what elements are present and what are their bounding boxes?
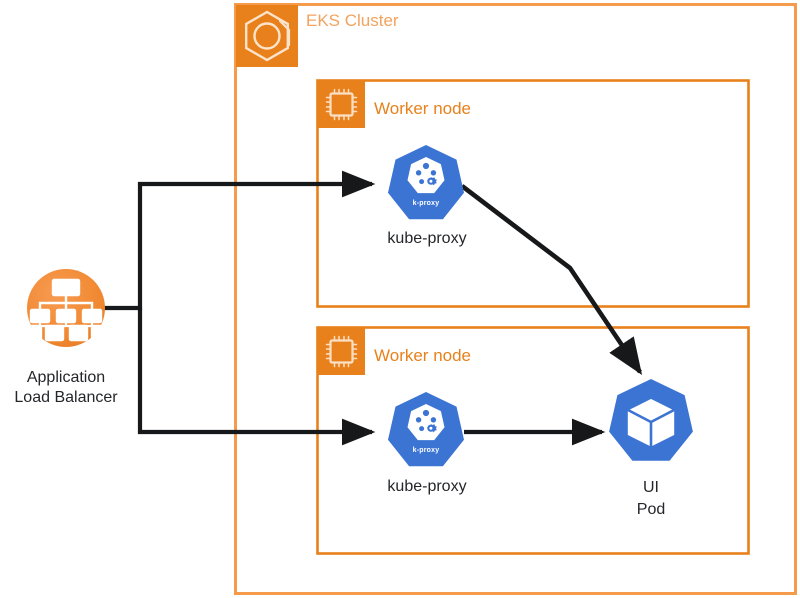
- cpu-chip-icon-top: [325, 88, 358, 121]
- kube-proxy-bottom[interactable]: k-proxy: [388, 392, 464, 467]
- ui-pod[interactable]: [609, 379, 693, 461]
- worker-node-top-box: [316, 79, 750, 308]
- ui-pod-label-line1: UI: [643, 479, 659, 496]
- eks-cluster-title: EKS Cluster: [306, 11, 399, 30]
- kube-proxy-icon-caption-top: k-proxy: [413, 200, 440, 207]
- alb-to-kube-proxy-top-connector: [104, 170, 376, 311]
- worker-node-bottom-icon-badge: [318, 328, 365, 375]
- cpu-chip-icon-bottom: [325, 335, 358, 368]
- kubernetes-pod-cube-icon: [609, 379, 693, 461]
- application-load-balancer-label-line1: Application: [27, 369, 105, 386]
- kubernetes-kube-proxy-icon-top: k-proxy: [388, 145, 464, 220]
- worker-node-top-title: Worker node: [374, 99, 471, 118]
- kube-proxy-icon-caption-bottom: k-proxy: [413, 447, 440, 454]
- application-load-balancer-label-line2: Load Balancer: [14, 389, 118, 406]
- kube-proxy-top-to-ui-pod-connector: [460, 184, 643, 376]
- application-load-balancer[interactable]: [22, 269, 110, 347]
- kube-proxy-top-label: kube-proxy: [387, 230, 466, 247]
- eks-cluster-box: [234, 3, 797, 595]
- kube-proxy-top[interactable]: k-proxy: [388, 145, 464, 220]
- worker-node-bottom-title: Worker node: [374, 346, 471, 365]
- kubernetes-kube-proxy-icon-bottom: k-proxy: [388, 392, 464, 467]
- eks-hexagon-k-icon: [245, 10, 291, 62]
- alb-to-kube-proxy-bottom-connector: [137, 308, 376, 446]
- worker-node-bottom-box: [316, 326, 750, 555]
- worker-node-top-icon-badge: [318, 81, 365, 128]
- ui-pod-label-line2: Pod: [637, 501, 665, 518]
- kube-proxy-bottom-label: kube-proxy: [387, 478, 466, 495]
